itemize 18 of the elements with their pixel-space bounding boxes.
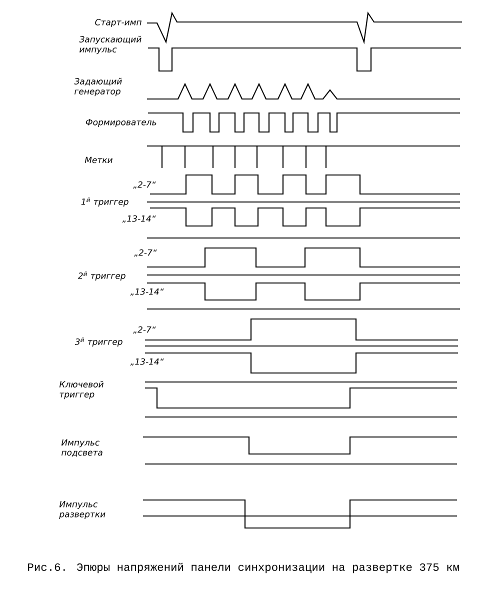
signal-label: „13-14“ [122, 215, 156, 223]
signal-label: Импульс развертки [59, 501, 106, 519]
signal-label: 3$^{й}$ триггер [74, 337, 122, 347]
caption: Рис.6. Эпюры напряжений панели синхронизации на развертке 375 км [28, 562, 459, 574]
signal-label: „2-7“ [133, 326, 156, 334]
signal-label: Запускающий импульс [79, 36, 142, 54]
signal-label: Старт-имп [95, 18, 142, 28]
signal-label: Ключевой триггер [59, 380, 104, 400]
signal-label: Задающий генератор [74, 78, 122, 96]
signal-label: Импульс подсвета [61, 439, 102, 457]
signal-label: 1$^{й}$ триггер [81, 197, 128, 207]
signal-label: „2-7“ [134, 249, 157, 257]
signal-label: Метки [84, 156, 112, 164]
signal-label: „2-7“ [133, 181, 156, 189]
signal-label: 2$^{й}$ триггер [78, 271, 126, 281]
signal-label: Формирователь [86, 119, 156, 127]
signal-label: „13-14“ [130, 288, 164, 296]
signal-label: „13-14“ [130, 358, 164, 366]
